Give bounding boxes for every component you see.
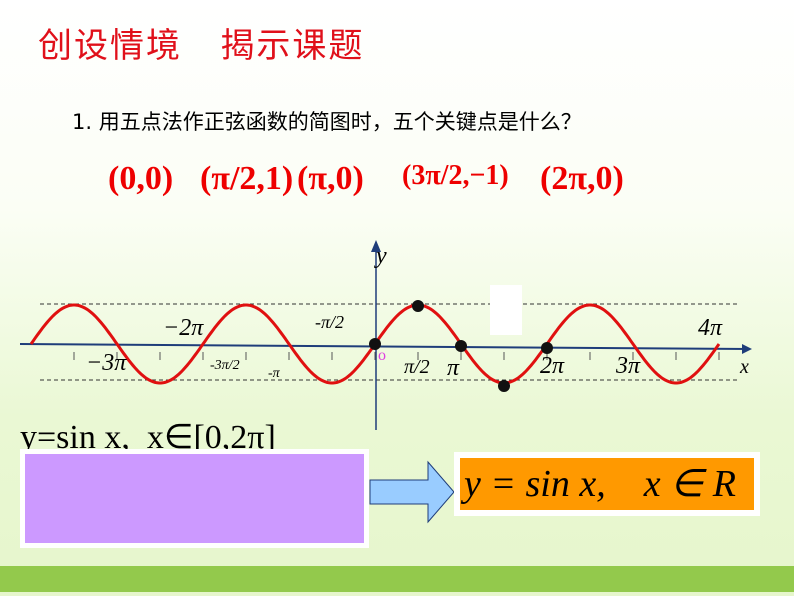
tick-label: 4π: [698, 315, 723, 341]
key-point-dot: [369, 338, 381, 350]
key-point-dot: [455, 340, 467, 352]
key-point-4: (3π/2,−1): [402, 160, 509, 191]
tick-label: −3π: [86, 350, 127, 376]
x-axis: [19, 343, 751, 350]
tick-label: -3π/2: [210, 358, 240, 373]
y-axis-arrow: [371, 240, 381, 252]
right-formula: y = sin x, x ∈ R: [454, 452, 760, 516]
key-point-1: (0,0): [108, 160, 174, 197]
tick-label: -π: [268, 366, 280, 381]
key-point-5: (2π,0): [540, 160, 624, 197]
footer-band: [0, 566, 794, 592]
x-axis-label: x: [740, 356, 749, 378]
tick-label: π/2: [404, 356, 430, 378]
tick-label: −2π: [163, 315, 204, 341]
key-point-dot: [541, 342, 553, 354]
origin-label: o: [378, 347, 386, 364]
white-box: [490, 285, 522, 335]
tick-label: 2π: [540, 353, 565, 379]
tick-label: π: [447, 355, 460, 381]
x-axis-arrow: [742, 344, 752, 354]
key-point-dot: [412, 300, 424, 312]
arrow-right-icon: [369, 460, 455, 524]
key-point-dot: [498, 380, 510, 392]
sine-graph: [19, 240, 752, 430]
slide-title: 创设情境 揭示课题: [38, 26, 365, 66]
tick-label: 3π: [616, 353, 641, 379]
key-point-3: (π,0): [297, 160, 364, 197]
y-axis-label: y: [376, 243, 387, 269]
purple-box: [20, 449, 369, 548]
tick-label: -π/2: [315, 312, 345, 332]
key-point-2: (π/2,1): [200, 160, 294, 197]
question-text: 1. 用五点法作正弦函数的简图时，五个关键点是什么？: [72, 110, 582, 134]
